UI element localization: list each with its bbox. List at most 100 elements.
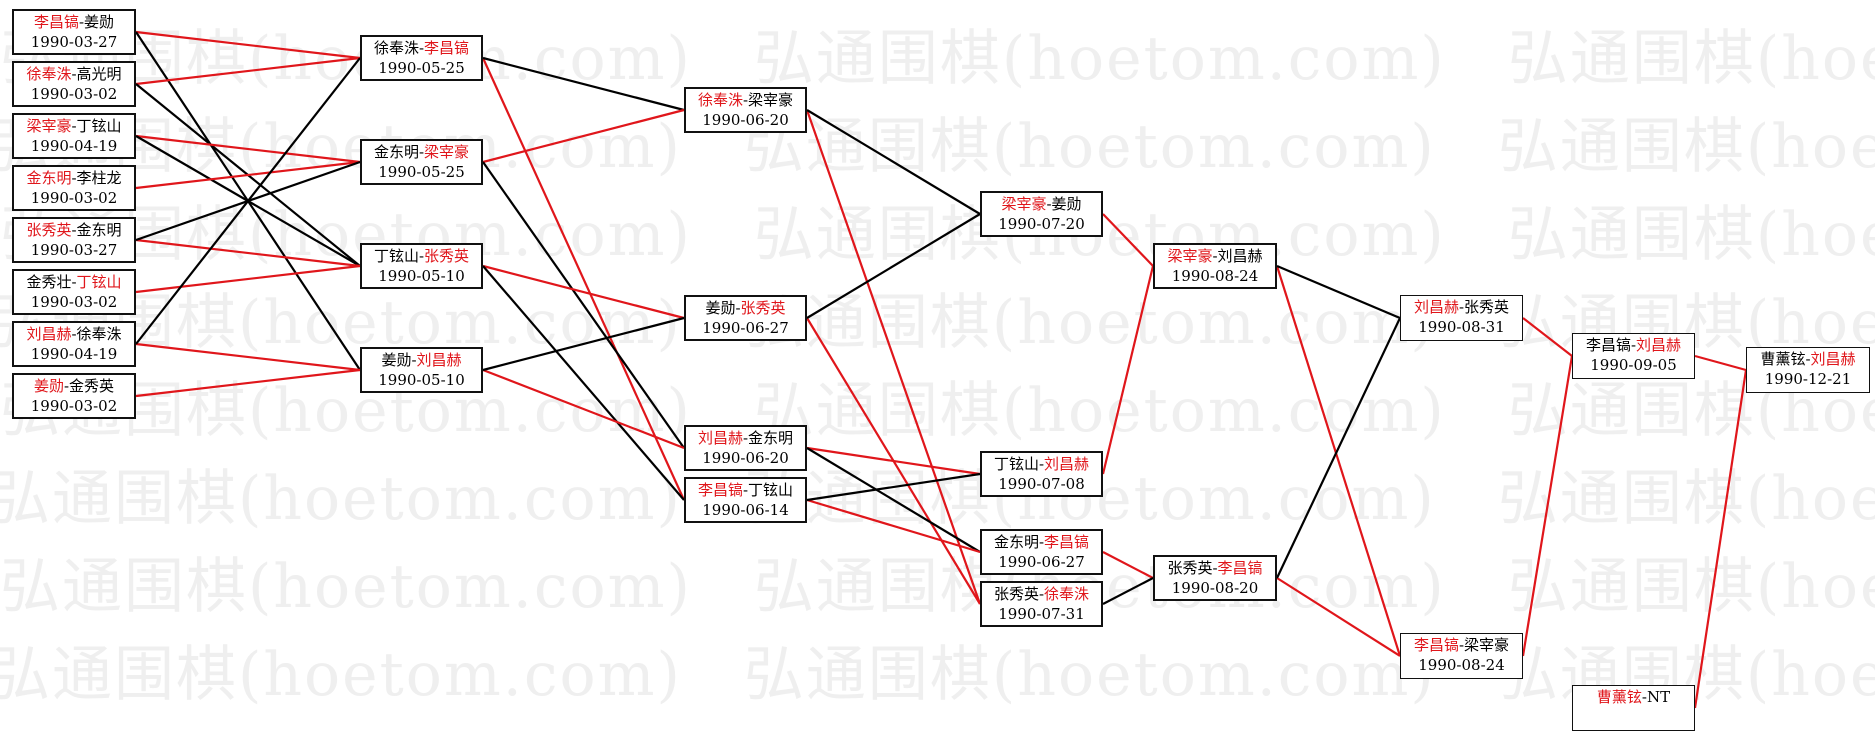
separator: - (71, 65, 77, 83)
loser-line (806, 109, 981, 215)
loser-line (806, 447, 981, 553)
match-date: 1990-03-27 (30, 33, 118, 51)
separator: - (71, 325, 77, 343)
player-one: 李昌镐 (697, 481, 743, 499)
separator: - (71, 221, 77, 239)
match-players: 姜勋-金秀英 (14, 376, 134, 396)
match-date: 1990-08-20 (1171, 579, 1259, 597)
separator: - (1458, 636, 1465, 654)
match-players: 刘昌赫-徐奉洙 (14, 324, 134, 344)
player-one: 梁宰豪 (1167, 247, 1213, 265)
winner-line (1102, 551, 1154, 579)
player-two: 梁宰豪 (424, 143, 470, 161)
loser-line (482, 56, 685, 112)
match-box: 曹薰铉-NT (1572, 685, 1695, 731)
winner-line (1694, 354, 1747, 372)
match-date: 1990-07-20 (998, 215, 1085, 233)
player-one: 刘昌赫 (697, 429, 743, 447)
separator: - (1212, 247, 1218, 265)
match-box: 金东明-梁宰豪 1990-05-25 (360, 139, 483, 185)
match-players: 丁铉山-张秀英 (362, 246, 481, 266)
match-date: 1990-05-25 (378, 163, 465, 181)
player-two: 张秀英 (740, 299, 786, 317)
player-one: 姜勋 (381, 351, 412, 369)
separator: - (418, 143, 425, 161)
separator: - (1038, 533, 1045, 551)
player-one: 金东明 (993, 533, 1039, 551)
winner-line (806, 446, 981, 476)
match-date: 1990-03-02 (30, 293, 118, 311)
match-players: 徐奉洙-高光明 (14, 64, 134, 84)
player-one: 梁宰豪 (26, 117, 72, 135)
player-one: 刘昌赫 (1413, 298, 1459, 316)
player-two: 金东明 (76, 221, 122, 239)
loser-line (482, 265, 685, 501)
match-date: 1990-06-27 (998, 553, 1085, 571)
separator: - (71, 169, 77, 187)
match-players: 金东明-李柱龙 (14, 168, 134, 188)
player-one: 张秀英 (993, 585, 1039, 603)
match-players: 姜勋-张秀英 (686, 298, 805, 318)
match-date: 1990-03-27 (30, 241, 118, 259)
loser-line (482, 161, 685, 449)
match-players: 曹薰铉-NT (1573, 687, 1694, 707)
match-date: 1990-03-02 (30, 85, 118, 103)
player-two: 姜勋 (1051, 195, 1082, 213)
player-two: 高光明 (76, 65, 122, 83)
match-date: 1990-06-14 (702, 501, 789, 519)
loser-line (806, 472, 981, 502)
player-two: 刘昌赫 (416, 351, 462, 369)
separator: - (1805, 350, 1811, 368)
separator: - (71, 273, 77, 291)
separator: - (1046, 195, 1052, 213)
separator: - (63, 377, 70, 395)
winner-line (1102, 213, 1154, 267)
match-date: 1990-07-31 (998, 605, 1085, 623)
match-date: 1990-04-19 (30, 345, 118, 363)
winner-line (135, 56, 361, 86)
player-two: 梁宰豪 (748, 91, 794, 109)
player-one: 李昌镐 (1413, 636, 1459, 654)
separator: - (418, 39, 425, 57)
match-date: 1990-06-20 (702, 449, 789, 467)
match-players: 李昌镐-姜勋 (14, 12, 134, 32)
match-players: 李昌镐-丁铉山 (686, 480, 805, 500)
player-one: 金东明 (26, 169, 72, 187)
match-players: 姜勋-刘昌赫 (362, 350, 481, 370)
match-date: 1990-08-31 (1418, 318, 1505, 336)
match-players: 曹薰铉-刘昌赫 (1747, 349, 1869, 369)
match-players: 徐奉洙-梁宰豪 (686, 90, 805, 110)
player-two: 金秀英 (69, 377, 115, 395)
match-players: 金东明-李昌镐 (982, 532, 1101, 552)
match-box: 梁宰豪-姜勋 1990-07-20 (980, 191, 1103, 237)
separator: - (735, 299, 741, 317)
winner-line (1521, 355, 1574, 657)
winner-line (135, 30, 361, 60)
loser-line (1276, 264, 1401, 320)
loser-line (135, 57, 361, 345)
loser-line (806, 213, 981, 319)
player-one: 张秀英 (1167, 559, 1213, 577)
player-two: 刘昌赫 (1217, 247, 1263, 265)
player-one: 金东明 (373, 143, 419, 161)
winner-line (135, 368, 361, 398)
separator: - (1038, 455, 1045, 473)
match-players: 徐奉洙-李昌镐 (362, 38, 481, 58)
player-two: NT (1646, 688, 1671, 706)
player-one: 梁宰豪 (1001, 195, 1047, 213)
player-one: 姜勋 (33, 377, 64, 395)
winner-line (1101, 265, 1155, 475)
